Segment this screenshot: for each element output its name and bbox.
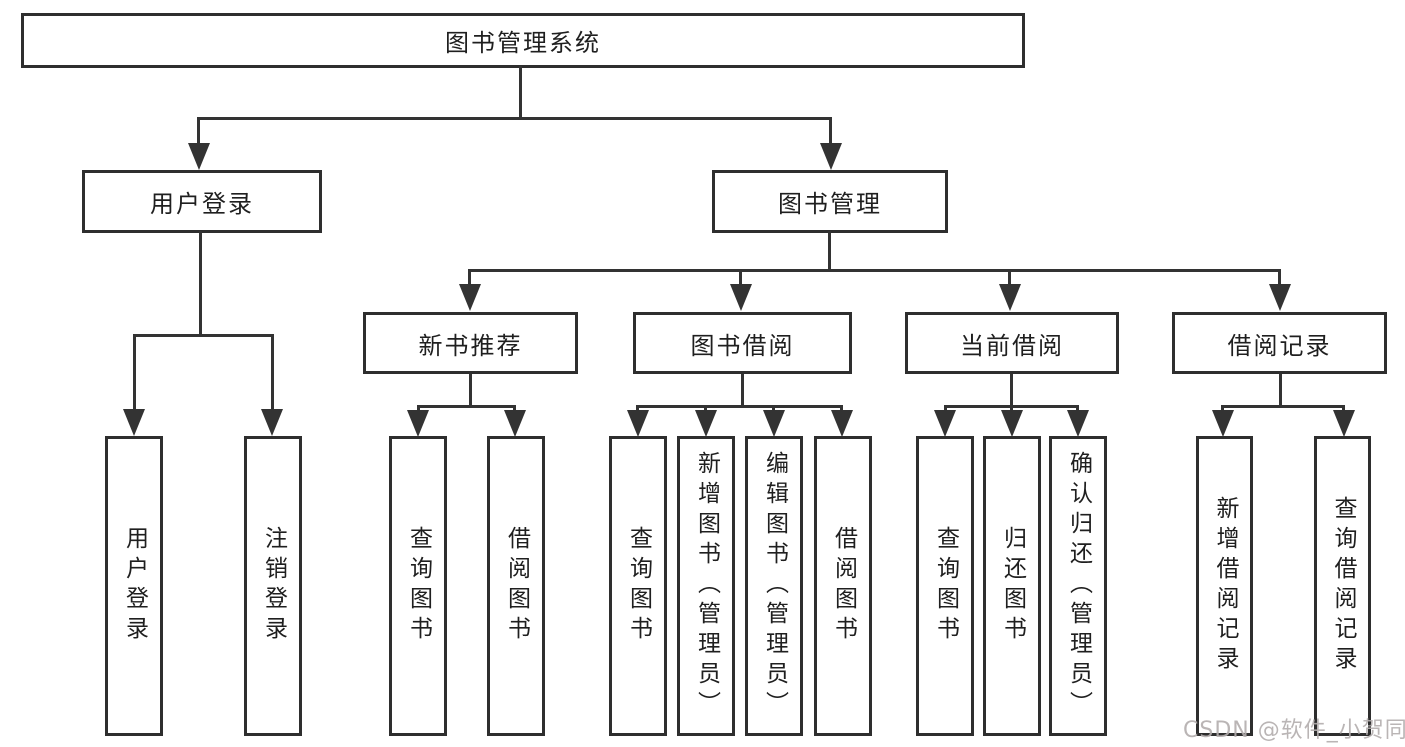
leaf-current-return-books: 归还图书 <box>983 436 1041 736</box>
node-book-management: 图书管理 <box>712 170 948 233</box>
connector-leaf-stub <box>417 405 420 413</box>
arrow-down-icon <box>1001 410 1023 437</box>
arrow-down-icon <box>934 410 956 437</box>
arrow-down-icon <box>459 284 481 311</box>
node-borrowing-records-label: 借阅记录 <box>1227 331 1332 360</box>
connector-book-borrowing-branch <box>636 405 843 408</box>
node-user-login: 用户登录 <box>82 170 322 233</box>
arrow-down-icon <box>1067 410 1089 437</box>
leaf-newbook-borrow-books-label: 借阅图书 <box>503 526 530 646</box>
leaf-borrowing-add-books-admin: 新增图书（管理员） <box>677 436 735 736</box>
leaf-user-login: 用户登录 <box>105 436 163 736</box>
connector-level3-stub <box>468 269 471 285</box>
node-new-book-recommendation: 新书推荐 <box>363 312 578 374</box>
node-new-book-recommendation-label: 新书推荐 <box>418 331 523 360</box>
connector-leaf-stub <box>840 405 843 413</box>
leaf-current-confirm-return-admin-label: 确认归还（管理员） <box>1065 451 1092 721</box>
arrow-down-icon <box>261 409 283 436</box>
connector-new-book-stem <box>469 374 472 407</box>
leaf-borrowing-edit-books-admin: 编辑图书（管理员） <box>745 436 803 736</box>
connector-leaf-stub <box>513 405 516 413</box>
node-root-label: 图书管理系统 <box>445 29 601 57</box>
leaf-newbook-query-books-label: 查询图书 <box>405 526 432 646</box>
arrow-down-icon <box>820 143 842 170</box>
connector-book-borrowing-stem <box>741 374 744 407</box>
connector-leaf-stub <box>772 405 775 413</box>
arrow-down-icon <box>831 410 853 437</box>
node-borrowing-records: 借阅记录 <box>1172 312 1387 374</box>
connector-level3-branch <box>469 269 1281 272</box>
connector-leaf-stub <box>944 405 947 413</box>
connector-user-login-stem <box>199 231 202 336</box>
leaf-borrowing-add-books-admin-label: 新增图书（管理员） <box>693 451 720 721</box>
arrow-down-icon <box>188 143 210 170</box>
arrow-down-icon <box>1212 410 1234 437</box>
leaf-records-add-borrow-record-label: 新增借阅记录 <box>1212 496 1238 676</box>
connector-book-management-stem <box>828 231 831 272</box>
leaf-borrowing-borrow-books: 借阅图书 <box>814 436 872 736</box>
node-book-borrowing: 图书借阅 <box>633 312 852 374</box>
connector-book-management-stub <box>829 117 832 145</box>
connector-leaf-stub <box>636 405 639 413</box>
leaf-borrowing-query-books: 查询图书 <box>609 436 667 736</box>
connector-root-stem <box>519 66 522 120</box>
connector-level3-stub <box>1008 269 1011 285</box>
arrow-down-icon <box>1333 410 1355 437</box>
leaf-current-query-books: 查询图书 <box>916 436 974 736</box>
leaf-borrowing-borrow-books-label: 借阅图书 <box>830 526 857 646</box>
leaf-current-query-books-label: 查询图书 <box>932 526 959 646</box>
arrow-down-icon <box>627 410 649 437</box>
connector-leaf-stub <box>1010 405 1013 413</box>
connector-current-borrowing-stem <box>1010 374 1013 407</box>
connector-leaf-stub <box>1221 405 1224 413</box>
connector-leaf-stub <box>1342 405 1345 413</box>
arrow-down-icon <box>999 284 1021 311</box>
connector-leaf-stub <box>133 334 136 410</box>
node-current-borrowing-label: 当前借阅 <box>960 331 1064 360</box>
arrow-down-icon <box>1269 284 1291 311</box>
connector-user-login-branch <box>133 334 274 337</box>
connector-leaf-stub <box>1076 405 1079 413</box>
leaf-records-add-borrow-record: 新增借阅记录 <box>1196 436 1253 736</box>
connector-leaf-stub <box>704 405 707 413</box>
connector-level3-stub <box>739 269 742 285</box>
node-book-management-label: 图书管理 <box>778 190 882 218</box>
leaf-borrowing-query-books-label: 查询图书 <box>625 526 652 646</box>
leaf-records-query-borrow-record: 查询借阅记录 <box>1314 436 1371 736</box>
leaf-logout-label: 注销登录 <box>260 526 287 646</box>
arrow-down-icon <box>730 284 752 311</box>
node-user-login-label: 用户登录 <box>150 190 254 218</box>
leaf-records-query-borrow-record-label: 查询借阅记录 <box>1330 496 1356 676</box>
node-book-borrowing-label: 图书借阅 <box>690 331 795 360</box>
leaf-newbook-query-books: 查询图书 <box>389 436 447 736</box>
leaf-logout: 注销登录 <box>244 436 302 736</box>
connector-leaf-stub <box>271 334 274 410</box>
node-root: 图书管理系统 <box>21 13 1025 68</box>
connector-borrowing-records-stem <box>1279 374 1282 407</box>
connector-new-book-branch <box>417 405 516 408</box>
connector-level2-branch <box>197 117 832 120</box>
leaf-current-return-books-label: 归还图书 <box>999 526 1026 646</box>
arrow-down-icon <box>123 409 145 436</box>
connector-level3-stub <box>1278 269 1281 285</box>
leaf-borrowing-edit-books-admin-label: 编辑图书（管理员） <box>761 451 788 721</box>
leaf-user-login-label: 用户登录 <box>121 526 148 646</box>
leaf-newbook-borrow-books: 借阅图书 <box>487 436 545 736</box>
arrow-down-icon <box>407 410 429 437</box>
leaf-current-confirm-return-admin: 确认归还（管理员） <box>1049 436 1107 736</box>
arrow-down-icon <box>763 410 785 437</box>
connector-borrowing-records-branch <box>1221 405 1344 408</box>
node-current-borrowing: 当前借阅 <box>905 312 1119 374</box>
connector-user-login-stub <box>197 117 200 145</box>
arrow-down-icon <box>695 410 717 437</box>
arrow-down-icon <box>504 410 526 437</box>
watermark: CSDN @软件_小贺同学 <box>1183 718 1405 743</box>
